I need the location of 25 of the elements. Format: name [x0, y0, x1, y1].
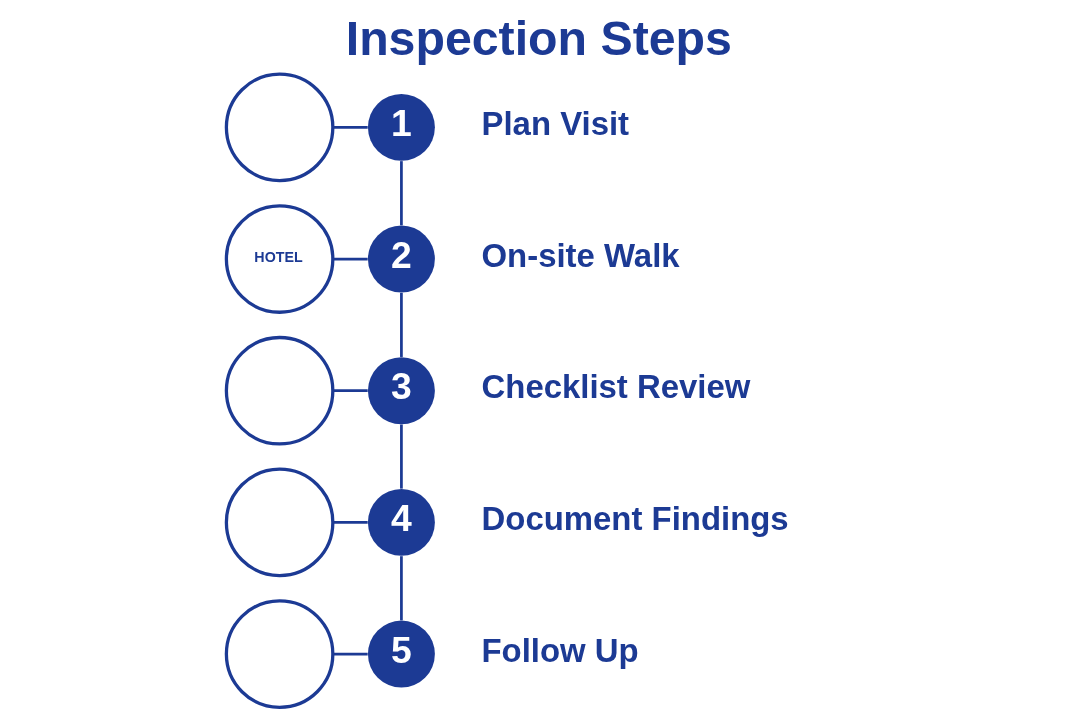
node-label: Follow Up [481, 631, 639, 669]
node-label: Plan Visit [481, 105, 629, 143]
node-circle: 1 [367, 93, 435, 161]
node-circle: HOTEL [224, 204, 334, 314]
node-circle [224, 335, 334, 446]
node-circle [224, 467, 334, 578]
connector [332, 521, 368, 524]
diagram-title: Inspection Steps [345, 10, 732, 65]
node-circle: 3 [367, 357, 435, 425]
node-circle: 2 [367, 225, 435, 293]
node-circle: 5 [367, 620, 435, 688]
node-label: On-site Walk [481, 236, 680, 274]
connector [399, 292, 403, 357]
node-label: Checklist Review [481, 368, 750, 406]
connector [332, 652, 368, 656]
connector [332, 389, 368, 393]
connector [332, 257, 368, 261]
connector [399, 424, 403, 489]
node-label: Document Findings [481, 500, 789, 538]
node-circle [224, 72, 334, 183]
connector [399, 556, 403, 621]
connector [332, 126, 368, 129]
node-circle: 4 [367, 488, 435, 556]
node-circle [224, 599, 334, 709]
connector [399, 161, 403, 226]
